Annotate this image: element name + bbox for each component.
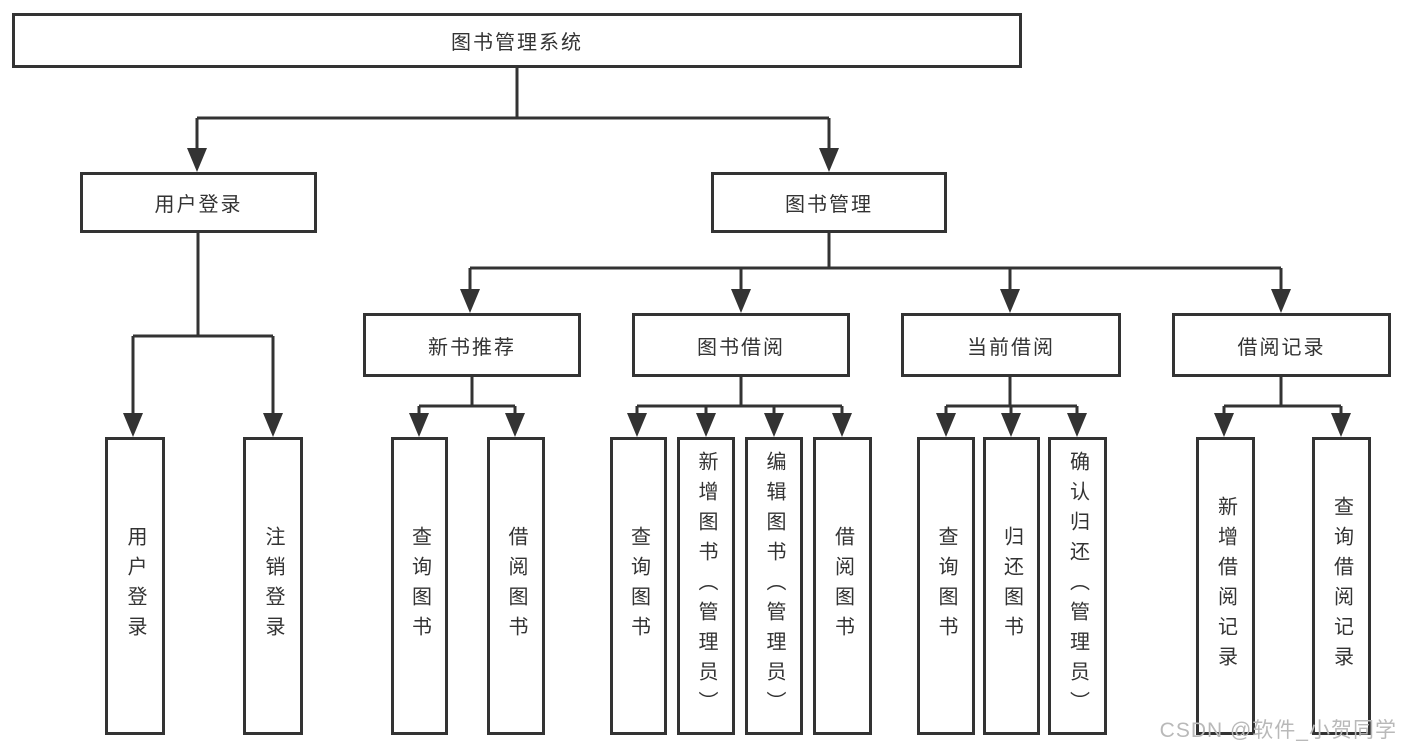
- leaf-current-query-books-label: 查询图书: [935, 526, 957, 646]
- node-borrowing-records: 借阅记录: [1172, 313, 1391, 377]
- node-user-login-label: 用户登录: [154, 194, 243, 216]
- leaf-current-confirm-return-admin-label: 确认归还（管理员）: [1066, 451, 1089, 721]
- leaf-current-query-books: 查询图书: [917, 437, 975, 735]
- leaf-current-return-books-label: 归还图书: [1000, 526, 1023, 646]
- leaf-records-query-borrow-record-label: 查询借阅记录: [1330, 496, 1353, 676]
- leaf-borrowing-add-books-admin-label: 新增图书（管理员）: [695, 451, 717, 721]
- node-book-borrowing-label: 图书借阅: [697, 336, 785, 359]
- connector-shafts: [131, 68, 1343, 415]
- leaf-current-return-books: 归还图书: [983, 437, 1040, 735]
- leaf-logout-label: 注销登录: [262, 526, 284, 646]
- node-library-management-system-label: 图书管理系统: [451, 32, 583, 54]
- leaf-recommend-query-books-label: 查询图书: [408, 526, 431, 646]
- leaf-logout: 注销登录: [243, 437, 303, 735]
- node-book-borrowing: 图书借阅: [632, 313, 850, 377]
- node-new-book-recommend-label: 新书推荐: [428, 336, 516, 359]
- leaf-records-query-borrow-record: 查询借阅记录: [1312, 437, 1371, 735]
- leaf-borrowing-query-books: 查询图书: [610, 437, 667, 735]
- leaf-borrowing-add-books-admin: 新增图书（管理员）: [677, 437, 735, 735]
- leaf-recommend-borrow-books: 借阅图书: [487, 437, 545, 735]
- node-library-management-system: 图书管理系统: [12, 13, 1022, 68]
- leaf-borrowing-edit-books-admin-label: 编辑图书（管理员）: [763, 451, 785, 721]
- csdn-watermark: CSDN @软件_小贺同学: [1159, 719, 1397, 742]
- node-book-management-label: 图书管理: [785, 194, 873, 216]
- leaf-borrowing-query-books-label: 查询图书: [627, 526, 650, 646]
- node-user-login: 用户登录: [80, 172, 317, 233]
- leaf-borrowing-borrow-books-label: 借阅图书: [831, 526, 854, 646]
- leaf-recommend-query-books: 查询图书: [391, 437, 448, 735]
- leaf-borrowing-borrow-books: 借阅图书: [813, 437, 872, 735]
- node-current-borrowing-label: 当前借阅: [967, 336, 1055, 359]
- arrowhead-icons: [123, 148, 1351, 437]
- leaf-user-login-label: 用户登录: [124, 526, 146, 646]
- node-book-management: 图书管理: [711, 172, 947, 233]
- leaf-borrowing-edit-books-admin: 编辑图书（管理员）: [745, 437, 803, 735]
- leaf-user-login: 用户登录: [105, 437, 165, 735]
- leaf-current-confirm-return-admin: 确认归还（管理员）: [1048, 437, 1107, 735]
- node-new-book-recommend: 新书推荐: [363, 313, 581, 377]
- leaf-records-add-borrow-record: 新增借阅记录: [1196, 437, 1255, 735]
- node-borrowing-records-label: 借阅记录: [1237, 336, 1326, 359]
- node-current-borrowing: 当前借阅: [901, 313, 1121, 377]
- leaf-recommend-borrow-books-label: 借阅图书: [505, 526, 527, 646]
- leaf-records-add-borrow-record-label: 新增借阅记录: [1214, 496, 1237, 676]
